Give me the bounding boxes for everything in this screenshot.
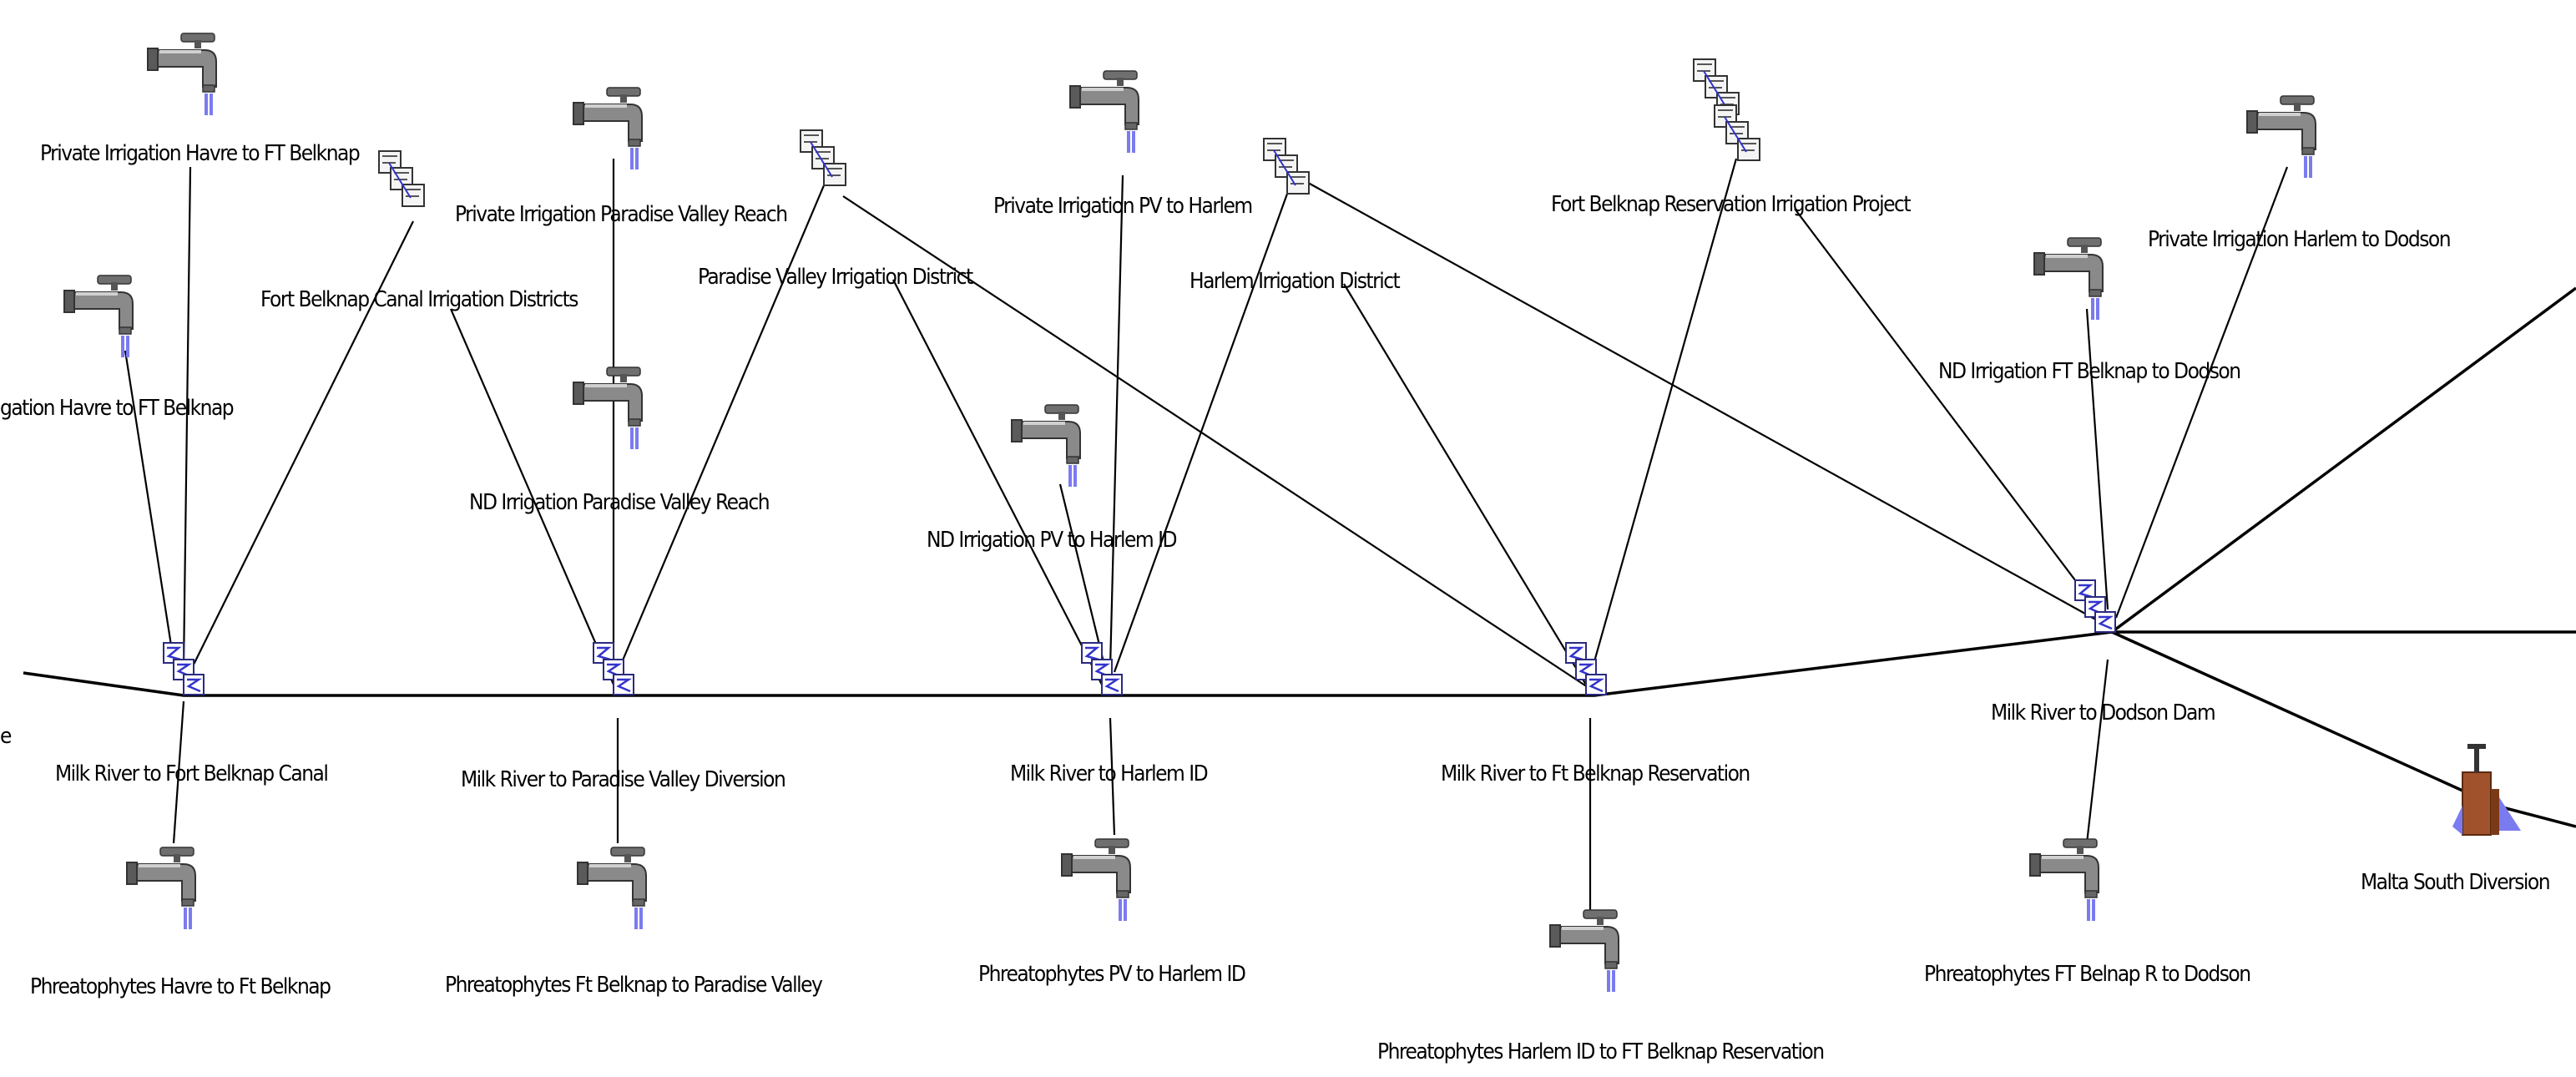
link-nd-pv-harlem — [1058, 483, 1108, 673]
river-line — [23, 630, 2576, 697]
link-pi-pv-harlem — [1109, 174, 1124, 669]
link-pv-id — [616, 179, 828, 673]
nd-irrigation-havre-faucet-icon[interactable] — [63, 274, 134, 359]
label-milk-river-paradise-valley-diversion: Milk River to Paradise Valley Diversion — [461, 767, 785, 792]
label-nd-irrigation-fb-dodson: ND Irrigation FT Belknap to Dodson — [1938, 359, 2240, 384]
label-fort-belknap-reservation-irrigation-project: Fort Belknap Reservation Irrigation Proj… — [1551, 192, 1911, 217]
private-irrigation-harlem-dodson-faucet-icon[interactable] — [2245, 94, 2317, 180]
link-harlem-id-dodson — [1301, 179, 2109, 627]
link-ph-fb-dodson — [2085, 659, 2109, 844]
link-harlem-id-fb — [1343, 283, 1587, 685]
label-phreatophytes-fb-pv: Phreatophytes Ft Belknap to Paradise Val… — [445, 973, 823, 998]
phreatophytes-fb-dodson-faucet-icon[interactable] — [2028, 837, 2100, 923]
labels: Private Irrigation Havre to FT Belknap F… — [0, 141, 2551, 1064]
districts — [378, 58, 1760, 207]
harlem-irrigation-district-icon[interactable] — [1263, 138, 1310, 195]
label-private-irrigation-havre: Private Irrigation Havre to FT Belknap — [40, 141, 360, 166]
milk-river-dodson-dam-icon[interactable] — [2073, 579, 2117, 634]
link-fb-res-proj — [1589, 158, 1738, 677]
label-nd-irrigation-pv-harlem: ND Irrigation PV to Harlem ID — [927, 528, 1176, 553]
label-phreatophytes-fb-dodson: Phreatophytes FT Belnap R to Dodson — [1924, 962, 2250, 987]
label-private-irrigation-pv-harlem: Private Irrigation PV to Harlem — [993, 194, 1252, 219]
nd-irrigation-fb-dodson-faucet-icon[interactable] — [2033, 236, 2104, 321]
label-private-irrigation-pv-reach: Private Irrigation Paradise Valley Reach — [455, 202, 787, 227]
malta-south-diversion-icon[interactable] — [2452, 744, 2521, 836]
label-malta-south-diversion: Malta South Diversion — [2361, 870, 2549, 895]
label-nd-irrigation-pv-reach: ND Irrigation Paradise Valley Reach — [469, 490, 769, 515]
label-fort-belknap-canal-irrigation-districts: Fort Belknap Canal Irrigation Districts — [260, 287, 578, 312]
milk-river-ft-belknap-reservation-icon[interactable] — [1564, 641, 1608, 696]
reaches — [162, 579, 2117, 696]
milk-river-fort-belknap-canal-icon[interactable] — [162, 641, 205, 696]
link-pi-harlem-dodson — [2114, 166, 2289, 619]
phreatophytes-harlem-fb-faucet-icon[interactable] — [1548, 908, 1620, 994]
label-phreatophytes-pv-harlem: Phreatophytes PV to Harlem ID — [978, 962, 1245, 987]
link-ph-pv-harlem — [1109, 717, 1116, 836]
label-milk-river-ft-belknap-reservation: Milk River to Ft Belknap Reservation — [1441, 761, 1750, 786]
link-pi-havre — [182, 166, 192, 669]
link-harlem-id — [1113, 174, 1296, 673]
link-nd-fb-dodson — [2085, 308, 2109, 610]
phreatophytes-havre-faucet-icon[interactable] — [125, 846, 197, 931]
link-fb-canal-2 — [449, 308, 615, 685]
label-edge-fragment: e — [0, 724, 12, 749]
fort-belknap-reservation-irrigation-project-icon-2[interactable] — [1714, 104, 1760, 161]
label-phreatophytes-harlem-fb: Phreatophytes Harlem ID to FT Belknap Re… — [1377, 1039, 1824, 1064]
upper-right-link — [2110, 286, 2576, 634]
nd-irrigation-pv-reach-faucet-icon[interactable] — [572, 366, 644, 451]
phreatophytes-fb-pv-faucet-icon[interactable] — [576, 846, 648, 931]
label-milk-river-fort-belknap-canal: Milk River to Fort Belknap Canal — [55, 761, 327, 786]
fort-belknap-canal-irrigation-districts-icon[interactable] — [378, 150, 425, 207]
link-fb-canal — [187, 220, 414, 677]
paradise-valley-irrigation-district-icon[interactable] — [800, 129, 846, 186]
malta-outflow — [2495, 804, 2576, 828]
private-irrigation-pv-harlem-faucet-icon[interactable] — [1068, 69, 1140, 154]
phreatophytes-pv-harlem-faucet-icon[interactable] — [1060, 837, 1132, 923]
link-pv-id-harlem — [892, 279, 1103, 685]
label-milk-river-harlem-id: Milk River to Harlem ID — [1010, 761, 1208, 786]
link-ph-havre — [172, 700, 185, 844]
private-irrigation-pv-reach-faucet-icon[interactable] — [572, 86, 644, 171]
river-to-malta — [2111, 630, 2497, 807]
nd-irrigation-pv-harlem-faucet-icon[interactable] — [1010, 403, 1082, 488]
label-phreatophytes-havre: Phreatophytes Havre to Ft Belknap — [30, 974, 331, 999]
label-milk-river-dodson-dam: Milk River to Dodson Dam — [1991, 700, 2215, 726]
links — [124, 158, 2289, 918]
link-pv-id-fb — [842, 195, 1591, 690]
label-harlem-irrigation-district: Harlem Irrigation District — [1190, 269, 1401, 294]
label-paradise-valley-irrigation-district: Paradise Valley Irrigation District — [698, 265, 973, 290]
link-nd-havre — [124, 350, 177, 673]
private-irrigation-havre-faucet-icon[interactable] — [146, 32, 218, 117]
link-fb-res-proj-dodson — [1794, 208, 2104, 619]
label-nd-irrigation-havre: gation Havre to FT Belknap — [0, 396, 234, 421]
label-private-irrigation-harlem-dodson: Private Irrigation Harlem to Dodson — [2148, 227, 2450, 252]
